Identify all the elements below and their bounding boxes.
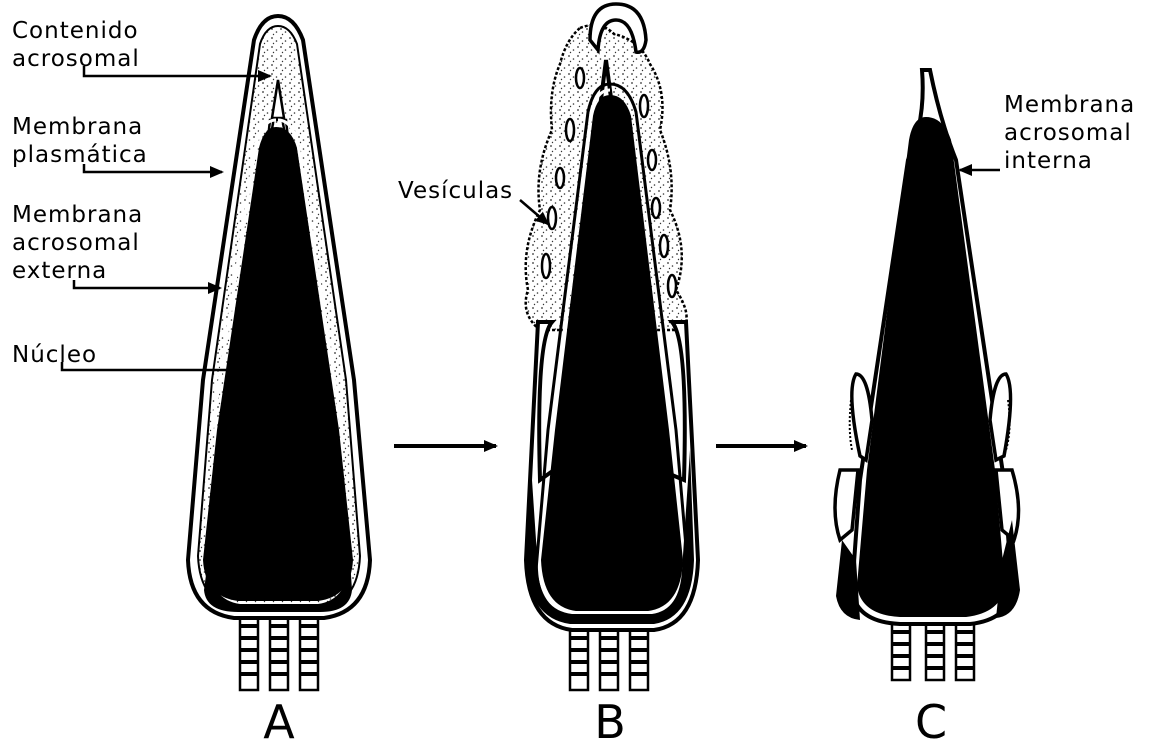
- label-interna-line3: interna: [1004, 148, 1093, 174]
- sperm-head-c: [835, 70, 1020, 680]
- label-externa-line1: Membrana: [12, 202, 143, 228]
- label-plasmatica-line2: plasmática: [12, 142, 148, 168]
- label-externa-line2: acrosomal: [12, 230, 140, 256]
- flagellum-b: [570, 626, 648, 690]
- label-externa-line3: externa: [12, 258, 107, 284]
- sperm-head-a: [188, 16, 370, 690]
- flagellum-a: [240, 614, 318, 690]
- label-nucleo: Núcleo: [12, 342, 97, 368]
- leader-lines: [62, 66, 1000, 370]
- label-plasmatica-line1: Membrana: [12, 114, 143, 140]
- label-interna-line1: Membrana: [1004, 92, 1135, 118]
- label-contenido-line2: acrosomal: [12, 46, 140, 72]
- sperm-head-b: [526, 4, 698, 690]
- label-interna-line2: acrosomal: [1004, 120, 1132, 146]
- panel-label-c: C: [915, 695, 947, 745]
- flagellum-c: [892, 620, 974, 680]
- label-vesiculas: Vesículas: [398, 178, 513, 204]
- label-contenido-line1: Contenido: [12, 18, 139, 44]
- panel-label-a: A: [263, 695, 295, 745]
- panel-label-b: B: [594, 695, 626, 745]
